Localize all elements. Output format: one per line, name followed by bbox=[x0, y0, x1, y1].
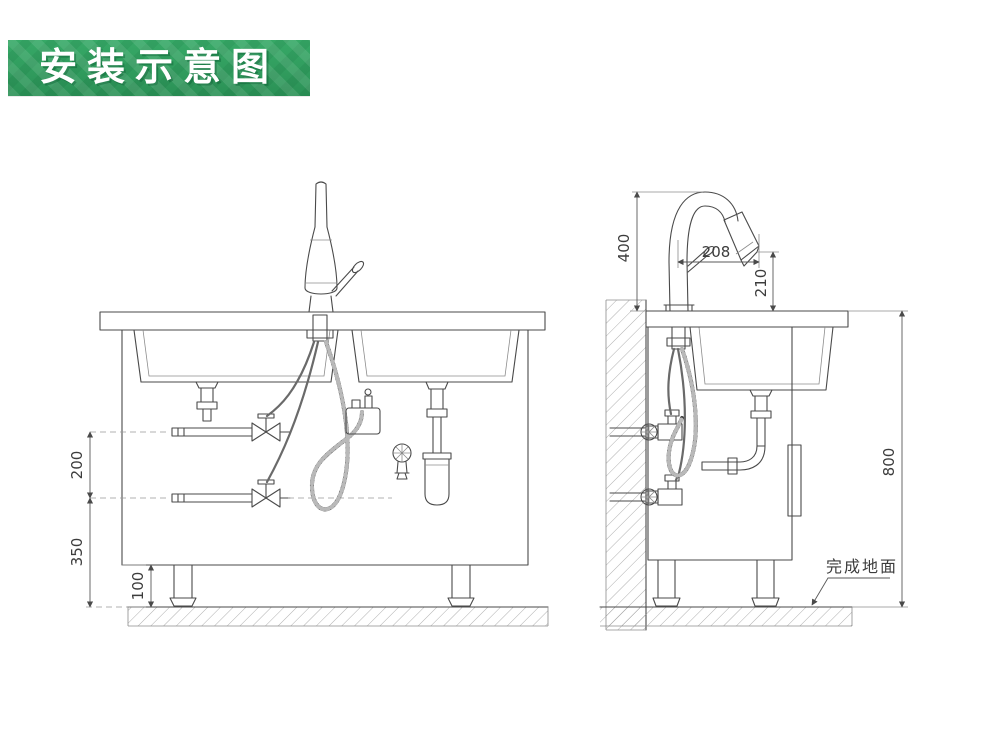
centerlines-front bbox=[86, 431, 392, 608]
supply-pipe-cold bbox=[171, 479, 291, 508]
hose-cold-side bbox=[674, 347, 686, 482]
dimensions-side: 400 208 210 800 完成地面 bbox=[615, 191, 908, 608]
sprayer-part bbox=[392, 443, 412, 480]
supply-pipe-hot bbox=[171, 413, 291, 442]
finished-floor-leader bbox=[811, 577, 890, 606]
sink-basin-left bbox=[133, 329, 339, 383]
spray-hose-front bbox=[309, 340, 364, 512]
dim-350-label: 350 bbox=[68, 538, 86, 567]
title-banner: 安装示意图 bbox=[8, 40, 310, 96]
drain-side bbox=[701, 389, 773, 475]
floor-front bbox=[127, 606, 549, 627]
dim-100-label: 100 bbox=[129, 572, 147, 601]
faucet-shank-side bbox=[666, 326, 691, 350]
dim-400-label: 400 bbox=[615, 234, 633, 263]
finished-floor-label: 完成地面 bbox=[826, 557, 898, 576]
drain-left bbox=[195, 381, 219, 422]
drain-right-trap bbox=[422, 381, 452, 506]
sink-basin-side bbox=[689, 326, 834, 391]
dim-208-label: 208 bbox=[702, 243, 731, 261]
cabinet-side bbox=[647, 326, 793, 561]
legs-side bbox=[652, 559, 780, 607]
dim-800-label: 800 bbox=[880, 448, 898, 477]
angle-valve-upper-side bbox=[609, 409, 683, 441]
dim-210-label: 210 bbox=[752, 269, 770, 298]
faucet-handle-side bbox=[703, 245, 715, 257]
countertop-side bbox=[645, 310, 849, 328]
page-title: 安装示意图 bbox=[38, 47, 279, 89]
wall-side bbox=[605, 299, 647, 631]
hose-cold-front bbox=[265, 340, 320, 484]
sink-basin-right bbox=[351, 329, 520, 383]
front-view: 200 350 100 bbox=[68, 181, 549, 627]
side-view: 400 208 210 800 完成地面 bbox=[599, 191, 908, 631]
dim-200-label: 200 bbox=[68, 451, 86, 480]
floor-side bbox=[599, 606, 853, 627]
diverter-box bbox=[345, 388, 381, 435]
cabinet-side-panel bbox=[787, 444, 802, 517]
spray-hose-braid-front bbox=[309, 340, 364, 512]
legs-front bbox=[169, 564, 475, 607]
hose-hot-front bbox=[265, 340, 316, 418]
faucet-handle-front bbox=[351, 260, 365, 274]
faucet-front bbox=[302, 181, 365, 313]
dimensions-front: 200 350 100 bbox=[68, 431, 155, 608]
spray-hose-braid-side bbox=[666, 347, 698, 478]
faucet-shank-front bbox=[306, 314, 334, 342]
hose-hot-side bbox=[667, 347, 676, 416]
